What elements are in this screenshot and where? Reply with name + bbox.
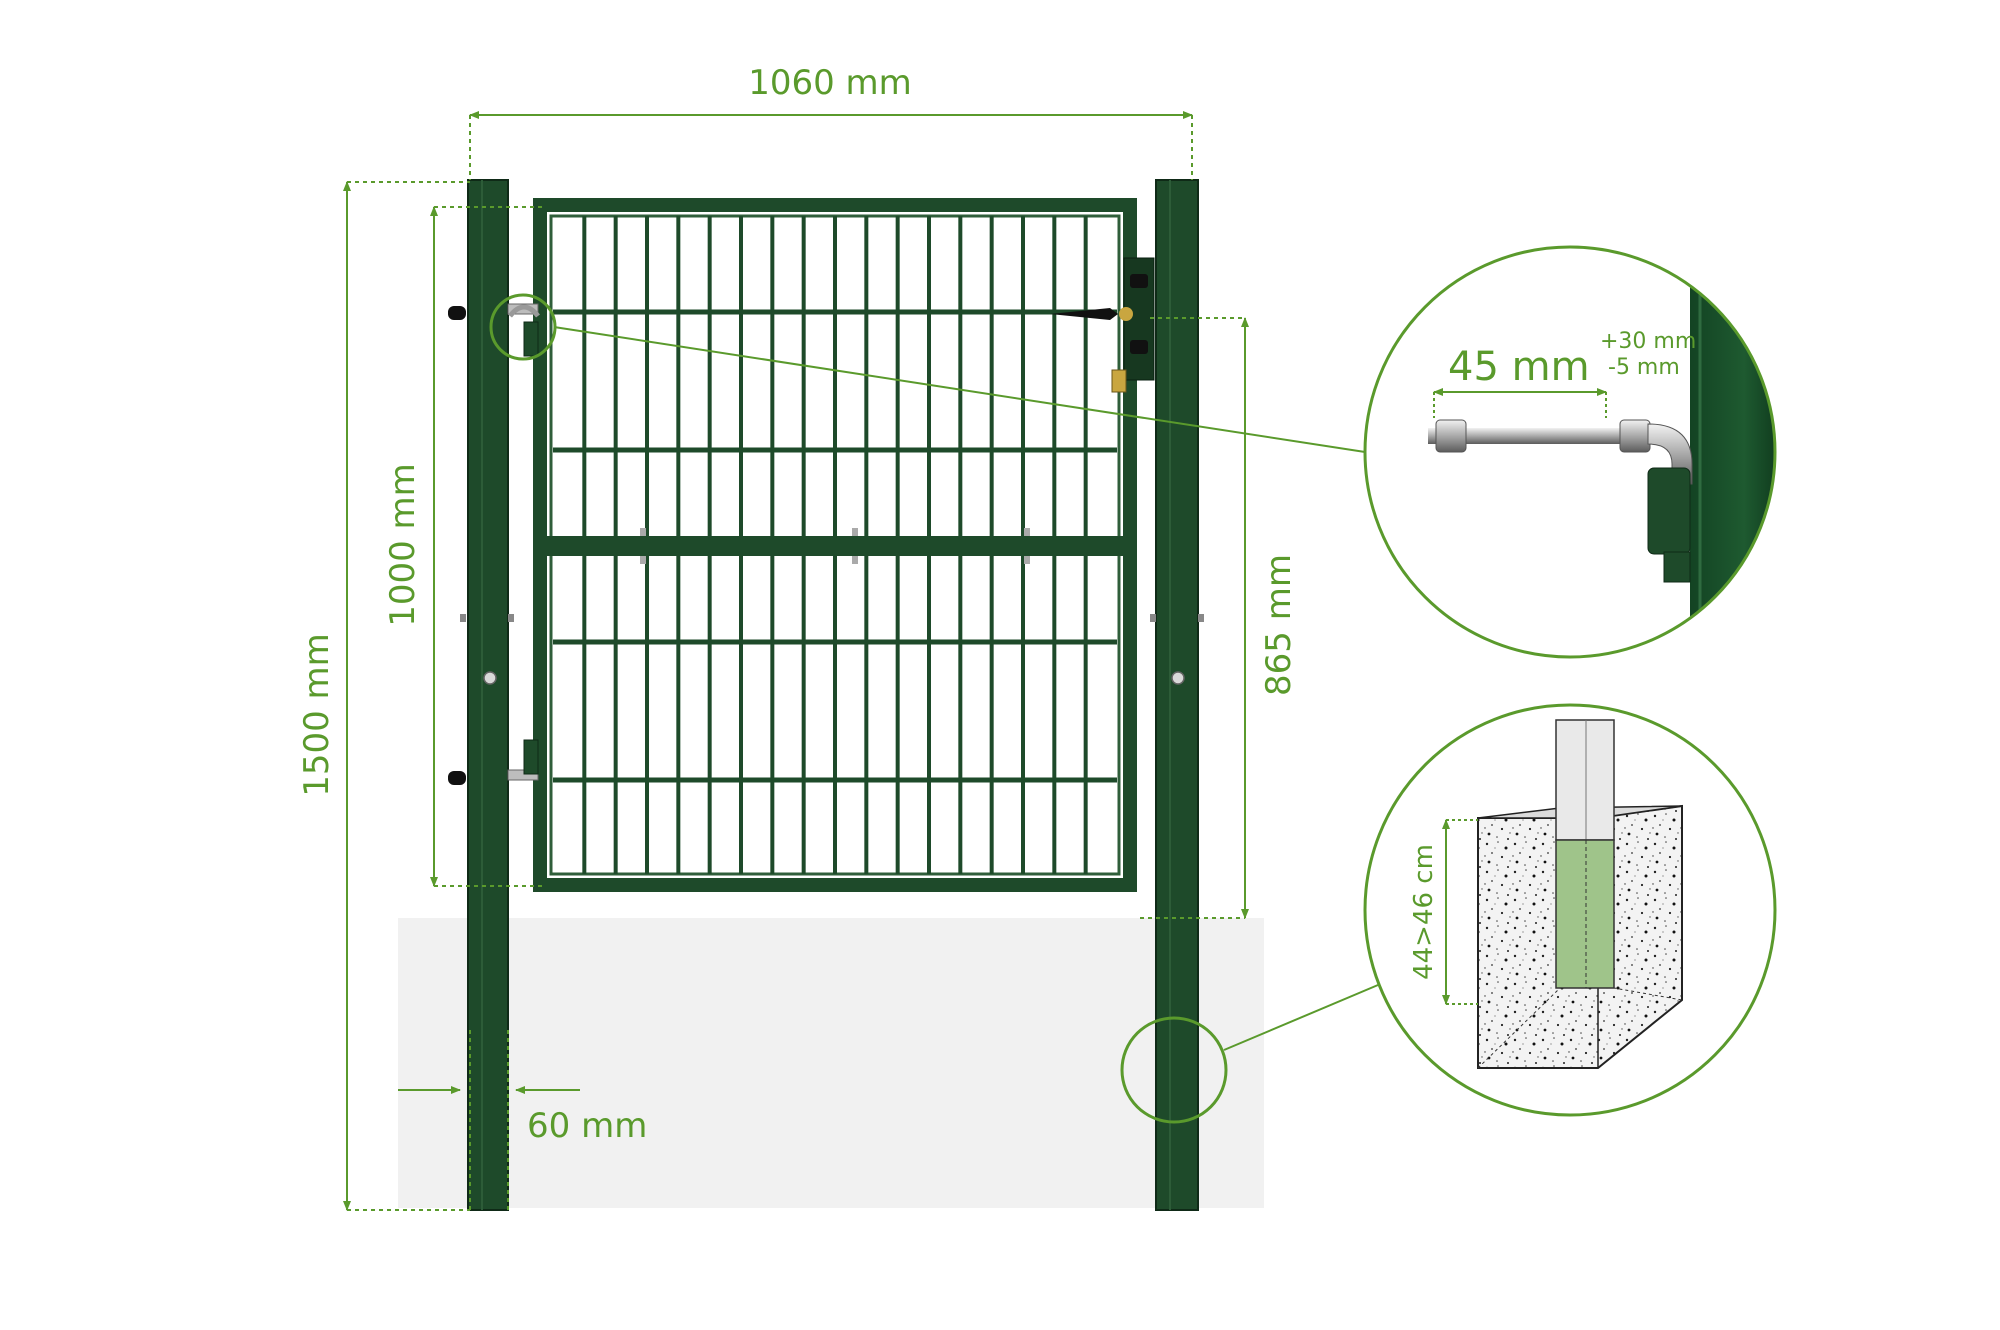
foundation-detail-callout: 44>46 cm xyxy=(1363,703,1777,1117)
callout-connectors xyxy=(489,293,1379,1124)
bolt-length-label: 45 mm xyxy=(1448,344,1590,390)
dim-leaf-height-label: 1000 mm xyxy=(383,463,423,627)
gate-lock xyxy=(1050,257,1155,393)
left-post xyxy=(467,179,509,1211)
vertical-bars xyxy=(582,216,1088,874)
dim-post-width-label: 60 mm xyxy=(527,1106,647,1146)
adjust-minus-label: -5 mm xyxy=(1608,355,1680,380)
dim-total-height-label: 1500 mm xyxy=(297,633,337,797)
post-bolts xyxy=(460,614,1204,685)
right-post xyxy=(1155,179,1199,1211)
ground-area xyxy=(398,918,1264,1208)
gate-leaf xyxy=(533,198,1137,892)
horizontal-wires xyxy=(553,309,1117,783)
dimension-lines xyxy=(343,111,1249,1211)
hinge-detail-callout: 45 mm +30 mm -5 mm xyxy=(1363,245,1777,659)
bottom-hinge xyxy=(448,739,539,785)
dim-hinge-height-label: 865 mm xyxy=(1259,554,1299,696)
embed-depth-label: 44>46 cm xyxy=(1409,844,1439,980)
top-hinge xyxy=(448,303,540,357)
wire-clips xyxy=(640,528,1030,564)
adjust-plus-label: +30 mm xyxy=(1600,329,1696,354)
dim-width-label: 1060 mm xyxy=(748,63,912,103)
